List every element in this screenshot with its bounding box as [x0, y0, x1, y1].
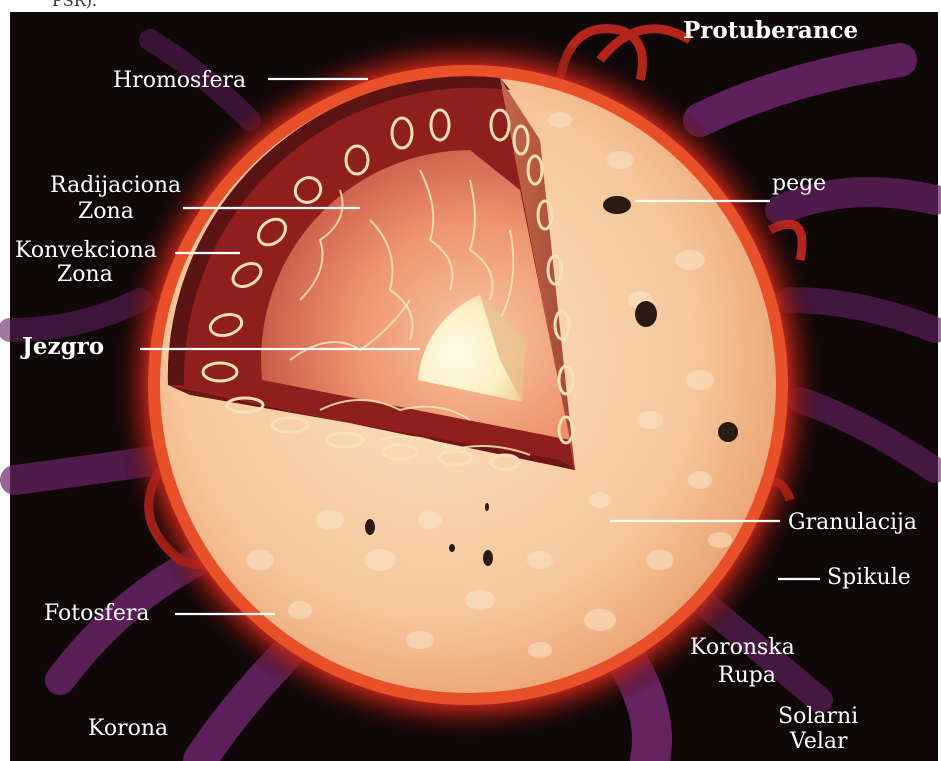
label-konvekciona-line2: Zona — [57, 262, 113, 287]
label-korona: Korona — [88, 716, 168, 741]
label-konvekciona-line1: Konvekciona — [15, 238, 157, 263]
label-protuberance: Protuberance — [683, 17, 858, 44]
label-radijaciona-line2: Zona — [78, 199, 134, 224]
label-solarni-line1: Solarni — [778, 704, 858, 729]
label-radijaciona-line1: Radijaciona — [50, 173, 181, 198]
label-solarni-line2: Velar — [789, 729, 848, 754]
label-koronska-line2: Rupa — [718, 663, 776, 688]
label-fotosfera: Fotosfera — [44, 601, 149, 626]
top-text-fragment: PSR). — [52, 0, 97, 10]
label-spikule: Spikule — [827, 565, 911, 590]
label-pege: pege — [772, 171, 826, 196]
label-jezgro: Jezgro — [20, 333, 104, 360]
label-koronska-line1: Koronska — [690, 635, 795, 660]
label-granulacija: Granulacija — [788, 510, 917, 535]
label-hromosfera: Hromosfera — [113, 68, 246, 93]
